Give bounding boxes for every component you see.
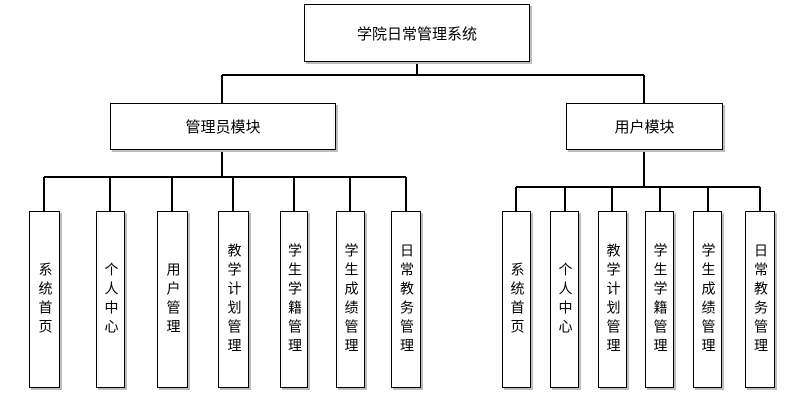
admin-leaf-2: 个人中心	[96, 211, 125, 388]
admin-leaf-label: 用户管理	[164, 261, 181, 338]
user-module-label: 用户模块	[614, 118, 675, 136]
user-leaf-2: 个人中心	[550, 211, 579, 388]
admin-leaf-label: 日常教务管理	[398, 242, 414, 357]
user-leaf-label: 教学计划管理	[604, 242, 621, 357]
admin-leaf-label: 个人中心	[102, 261, 119, 338]
admin-leaf-label: 教学计划管理	[225, 242, 242, 357]
user-leaf-label: 个人中心	[556, 261, 573, 338]
user-leaf-label: 学生成绩管理	[699, 242, 716, 357]
user-leaf-label: 学生学籍管理	[651, 242, 668, 357]
admin-leaf-label: 系统首页	[36, 261, 53, 338]
admin-leaf-label: 学生成绩管理	[342, 242, 359, 357]
admin-module-node: 管理员模块	[110, 103, 336, 150]
user-leaf-5: 学生成绩管理	[693, 211, 722, 388]
root-node-label: 学院日常管理系统	[356, 24, 477, 43]
user-leaf-1: 系统首页	[502, 211, 531, 388]
admin-leaf-5: 学生学籍管理	[280, 211, 308, 388]
admin-leaf-label: 学生学籍管理	[286, 242, 302, 357]
user-leaf-label: 系统首页	[508, 261, 525, 338]
admin-module-label: 管理员模块	[185, 118, 261, 136]
user-leaf-3: 教学计划管理	[598, 211, 627, 388]
user-leaf-6: 日常教务管理	[745, 211, 775, 388]
user-leaf-4: 学生学籍管理	[645, 211, 674, 388]
admin-leaf-7: 日常教务管理	[391, 211, 421, 388]
user-leaf-label: 日常教务管理	[752, 242, 768, 357]
admin-leaf-3: 用户管理	[157, 211, 188, 388]
admin-leaf-4: 教学计划管理	[218, 211, 249, 388]
admin-leaf-1: 系统首页	[29, 211, 60, 388]
root-node: 学院日常管理系统	[304, 4, 530, 62]
admin-leaf-6: 学生成绩管理	[336, 211, 365, 388]
user-module-node: 用户模块	[566, 103, 723, 150]
